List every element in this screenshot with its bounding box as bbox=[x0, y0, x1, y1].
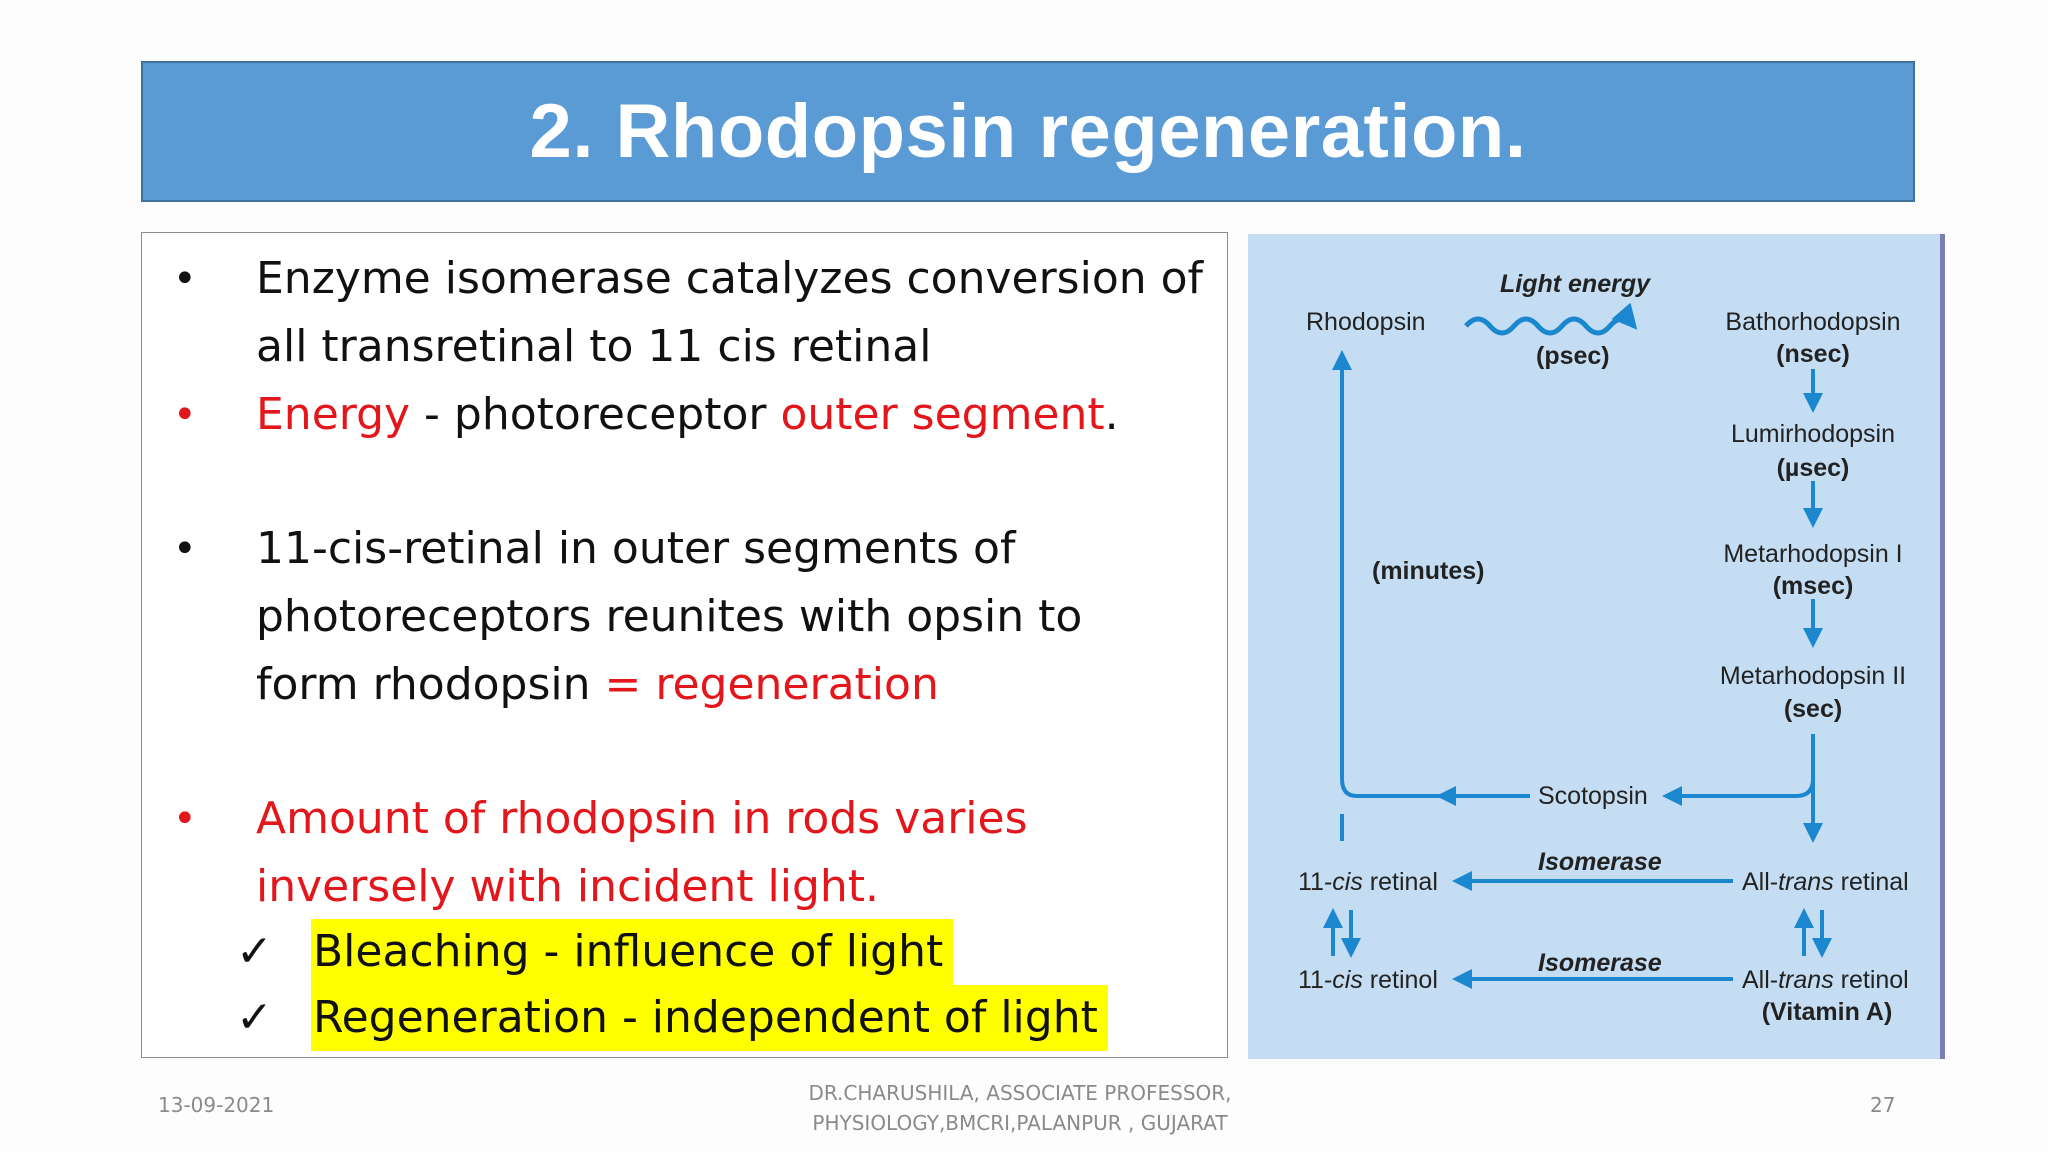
label-all-trans-retinal: All-trans retinal bbox=[1742, 868, 1909, 896]
regeneration-independent-text: Regeneration - independent of light bbox=[311, 985, 1108, 1051]
bullet-marker: • bbox=[173, 526, 197, 572]
photoreceptor-text: - photoreceptor bbox=[410, 389, 781, 440]
cis-retinol-italic: cis bbox=[1332, 966, 1363, 994]
label-minutes: (minutes) bbox=[1372, 557, 1485, 585]
bullet-marker: • bbox=[173, 796, 197, 842]
slide-title: 2. Rhodopsin regeneration. bbox=[529, 89, 1527, 174]
label-all-trans-retinol: All-trans retinol bbox=[1742, 966, 1909, 994]
bleaching-text: Bleaching - influence of light bbox=[311, 919, 954, 985]
label-isomerase-1: Isomerase bbox=[1538, 848, 1662, 876]
label-isomerase-2: Isomerase bbox=[1538, 949, 1662, 977]
trans-retinol-italic: trans bbox=[1778, 966, 1834, 994]
period-text: . bbox=[1104, 389, 1119, 440]
trans-retinal-prefix: All- bbox=[1742, 868, 1778, 896]
arrow-to-scotopsin bbox=[1662, 778, 1815, 806]
bullet-1-line-1: Enzyme isomerase catalyzes conversion of bbox=[256, 253, 1204, 304]
trans-retinol-prefix: All- bbox=[1742, 966, 1778, 994]
rhodopsin-cycle-diagram: Rhodopsin Light energy (psec) Bathorhodo… bbox=[1248, 234, 1945, 1059]
label-metarhodopsin-2: Metarhodopsin II bbox=[1720, 662, 1906, 690]
trans-retinal-italic: trans bbox=[1778, 868, 1834, 896]
label-lumirhodopsin: Lumirhodopsin bbox=[1731, 420, 1895, 448]
diagram-svg: Rhodopsin Light energy (psec) Bathorhodo… bbox=[1298, 270, 1909, 1026]
regeneration-text: = regeneration bbox=[604, 659, 939, 710]
check-icon: ✓ bbox=[236, 992, 273, 1043]
cis-retinal-italic: cis bbox=[1332, 868, 1363, 896]
outer-segment-text: outer segment bbox=[780, 389, 1105, 440]
cis-retinol-prefix: 11- bbox=[1298, 966, 1332, 994]
cis-retinal-suffix: retinal bbox=[1363, 868, 1438, 896]
label-psec: (psec) bbox=[1536, 342, 1610, 370]
bullet-marker: • bbox=[173, 392, 197, 438]
bullet-marker: • bbox=[173, 256, 197, 302]
bullet-4-line-2: inversely with incident light. bbox=[256, 861, 880, 912]
trans-retinal-suffix: retinal bbox=[1834, 868, 1909, 896]
footer-author: DR.CHARUSHILA, ASSOCIATE PROFESSOR, PHYS… bbox=[780, 1078, 1260, 1138]
label-11-cis-retinal: 11-cis retinal bbox=[1298, 868, 1438, 896]
energy-text: Energy bbox=[256, 389, 411, 440]
label-nsec: (nsec) bbox=[1776, 340, 1850, 368]
bullet-3-line-1: 11-cis-retinal in outer segments of bbox=[256, 523, 1016, 574]
cis-retinol-suffix: retinol bbox=[1363, 966, 1438, 994]
label-rhodopsin: Rhodopsin bbox=[1306, 308, 1426, 336]
arrow-from-scotopsin bbox=[1332, 350, 1530, 798]
footer-page-number: 27 bbox=[1870, 1093, 1896, 1117]
bullet-4-line-1: Amount of rhodopsin in rods varies bbox=[256, 793, 1028, 844]
bullet-3-line-3: form rhodopsin bbox=[256, 659, 605, 710]
label-11-cis-retinol: 11-cis retinol bbox=[1298, 966, 1438, 994]
bullet-1-line-2: all transretinal to 11 cis retinal bbox=[256, 321, 932, 372]
cis-retinal-prefix: 11- bbox=[1298, 868, 1332, 896]
label-scotopsin: Scotopsin bbox=[1538, 782, 1648, 810]
footer-author-line-2: PHYSIOLOGY,BMCRI,PALANPUR , GUJARAT bbox=[812, 1111, 1228, 1135]
label-light-energy: Light energy bbox=[1500, 270, 1651, 298]
footer-date: 13-09-2021 bbox=[158, 1093, 275, 1117]
label-bathorhodopsin: Bathorhodopsin bbox=[1725, 308, 1900, 336]
label-vitamin-a: (Vitamin A) bbox=[1762, 998, 1893, 1026]
label-usec: (µsec) bbox=[1777, 454, 1850, 482]
label-msec: (msec) bbox=[1773, 572, 1854, 600]
trans-retinol-suffix: retinol bbox=[1834, 966, 1909, 994]
label-sec: (sec) bbox=[1784, 695, 1842, 723]
check-icon: ✓ bbox=[236, 926, 273, 977]
light-energy-wave-arrow bbox=[1464, 302, 1638, 336]
bullet-text-box: • Enzyme isomerase catalyzes conversion … bbox=[141, 232, 1228, 1058]
title-bar: 2. Rhodopsin regeneration. bbox=[141, 61, 1915, 202]
bullet-3-line-2: photoreceptors reunites with opsin to bbox=[256, 591, 1083, 642]
footer-author-line-1: DR.CHARUSHILA, ASSOCIATE PROFESSOR, bbox=[808, 1081, 1232, 1105]
label-metarhodopsin-1: Metarhodopsin I bbox=[1723, 540, 1902, 568]
